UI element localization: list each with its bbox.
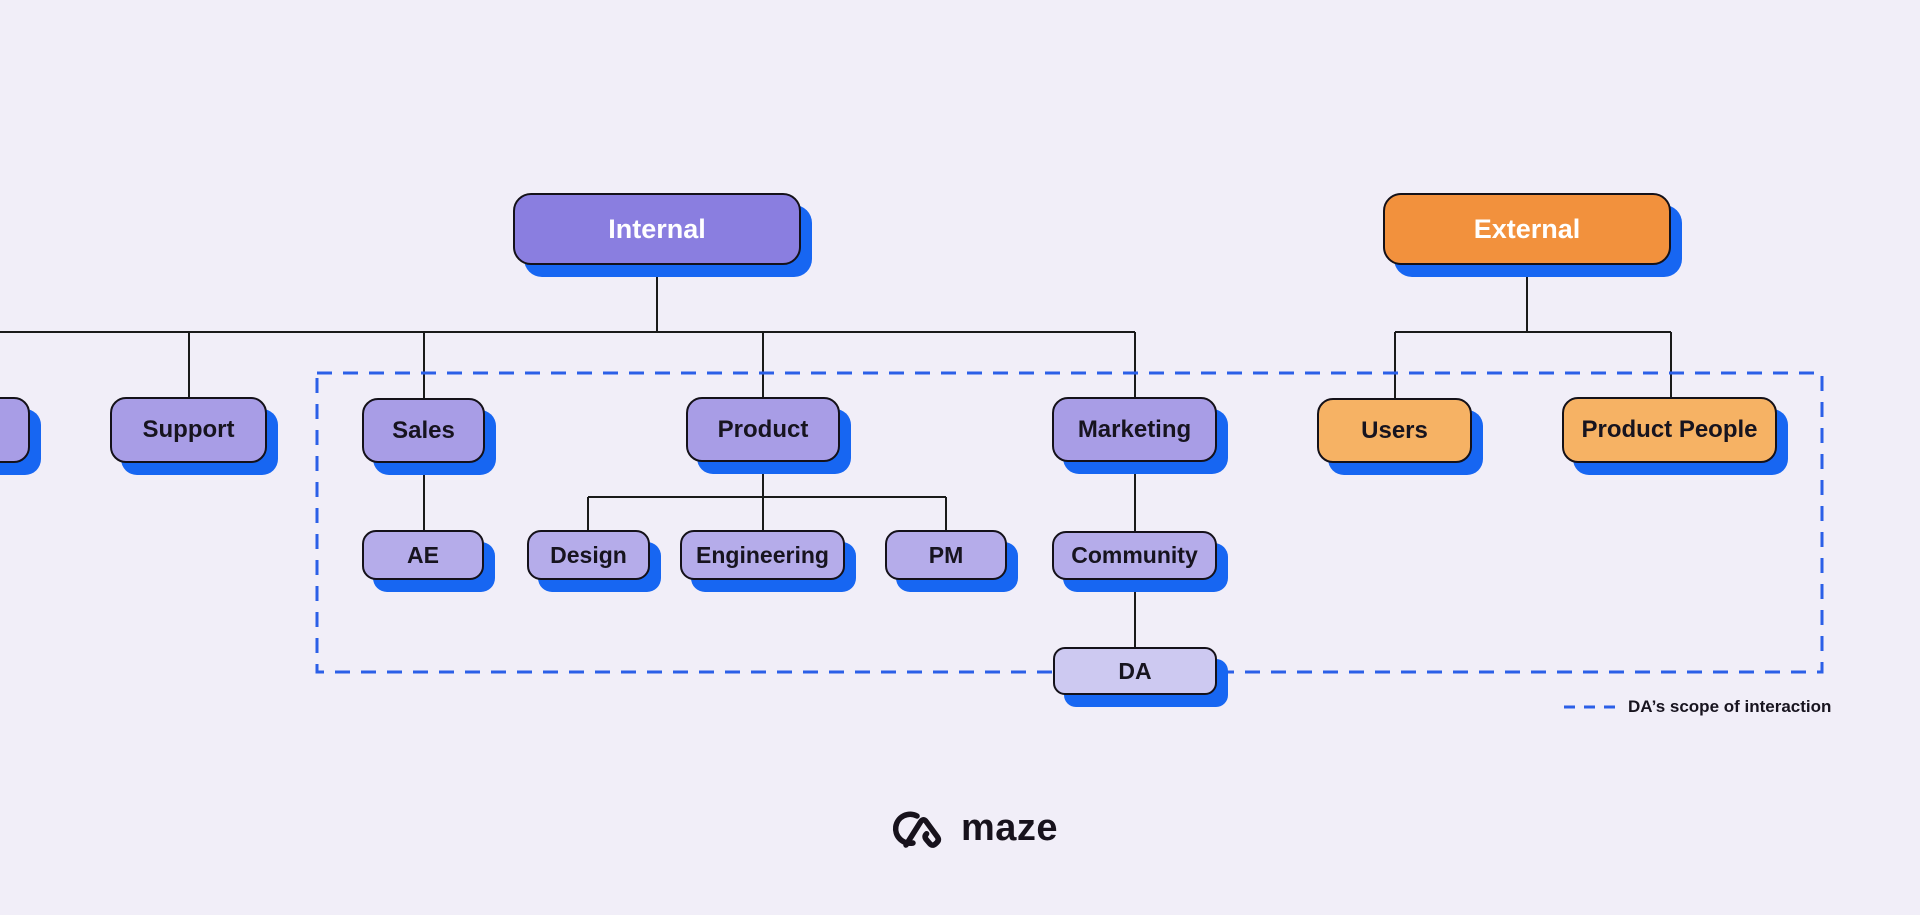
legend: DA’s scope of interaction xyxy=(1563,697,1831,717)
maze-logo-icon xyxy=(892,811,942,848)
node-marketing: Marketing xyxy=(1052,397,1217,462)
node-support: Support xyxy=(110,397,267,463)
node-pm-label: PM xyxy=(928,541,964,568)
node-da-label: DA xyxy=(1118,657,1152,684)
node-offscreen-left-partial xyxy=(0,397,30,463)
node-users: Users xyxy=(1317,398,1472,463)
node-users-label: Users xyxy=(1361,416,1428,444)
node-engineering: Engineering xyxy=(680,530,845,580)
node-marketing-label: Marketing xyxy=(1077,415,1192,443)
node-internal: Internal xyxy=(513,193,801,265)
node-product-label: Product xyxy=(717,415,809,443)
node-support-label: Support xyxy=(142,416,235,443)
connector-lines xyxy=(0,265,1672,647)
node-external: External xyxy=(1383,193,1671,265)
node-design: Design xyxy=(527,530,650,580)
legend-label: DA’s scope of interaction xyxy=(1628,697,1832,716)
node-product: Product xyxy=(686,397,840,462)
node-design-label: Design xyxy=(550,541,627,568)
node-sales: Sales xyxy=(362,398,485,463)
node-da: DA xyxy=(1053,647,1217,695)
dashed-line-sample-icon xyxy=(1564,705,1615,709)
node-pm: PM xyxy=(885,530,1007,580)
node-engineering-label: Engineering xyxy=(696,541,829,568)
node-sales-label: Sales xyxy=(392,416,455,444)
node-community: Community xyxy=(1052,531,1217,580)
node-external-label: External xyxy=(1473,213,1581,244)
maze-wordmark: maze xyxy=(961,807,1059,849)
node-ae: AE xyxy=(362,530,484,580)
brand-logo: maze xyxy=(884,806,1058,854)
node-ae-label: AE xyxy=(407,541,439,568)
node-community-label: Community xyxy=(1071,542,1198,568)
node-internal-label: Internal xyxy=(608,213,706,244)
node-product-people-label: Product People xyxy=(1581,416,1758,443)
node-product-people: Product People xyxy=(1562,397,1777,463)
